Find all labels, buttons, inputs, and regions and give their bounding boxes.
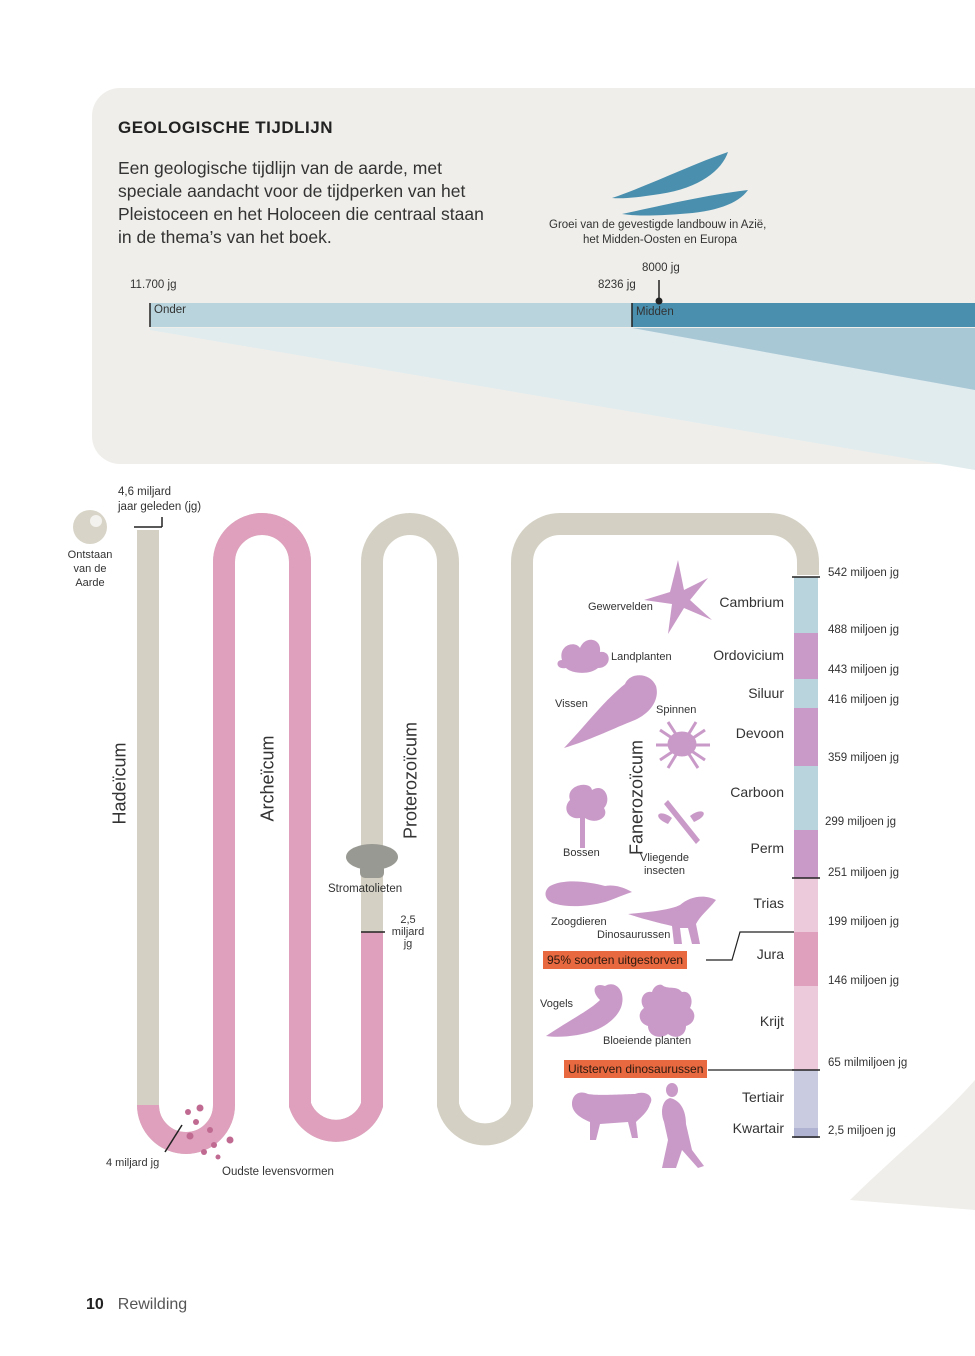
eon-archean: Archeïcum (257, 735, 278, 822)
period-devoon: Devoon (735, 725, 784, 741)
period-kwartair: Kwartair (732, 1120, 784, 1136)
page-footer: 10 Rewilding (86, 1296, 187, 1314)
forest-icon (566, 784, 608, 848)
label-11700: 11.700 jg (130, 279, 177, 291)
dino-extinction-badge: Uitsterven dinosaurussen (564, 1060, 708, 1078)
horse-icon (572, 1092, 652, 1140)
decorative-swoosh (850, 1080, 975, 1210)
bird-icon (546, 984, 623, 1037)
label-land-plants: Landplanten (611, 651, 672, 663)
human-icon (662, 1083, 704, 1168)
period-siluur: Siluur (748, 685, 784, 701)
onder-bar (150, 303, 632, 327)
period-tertiair: Tertiair (741, 1089, 784, 1105)
period-trias: Trias (753, 895, 784, 911)
book-title: Rewilding (117, 1296, 188, 1313)
label-spiders: Spinnen (656, 704, 697, 716)
age-65: 65 milmiljoen jg (828, 1057, 908, 1069)
starfish-icon (644, 560, 712, 634)
onder-wedge (150, 328, 975, 470)
land-plant-icon (557, 639, 609, 673)
period-ordovicium: Ordovicium (713, 647, 784, 663)
label-vertebrates: Gewervelden (588, 601, 653, 613)
age-146: 146 miljoen jg (828, 975, 899, 987)
mammal-icon (545, 881, 632, 907)
stromatolites-label: Stromatolieten (328, 883, 403, 895)
label-birds: Vogels (540, 998, 574, 1010)
flower-icon (639, 984, 695, 1037)
age-443: 443 miljoen jg (828, 664, 899, 676)
page-number: 10 (86, 1296, 104, 1313)
bar-midden-label: Midden (636, 306, 674, 318)
bar-onder-label: Onder (154, 304, 186, 316)
period-jura: Jura (756, 946, 784, 962)
label-forests: Bossen (563, 847, 600, 859)
age-251: 251 miljoen jg (828, 867, 899, 879)
stromatolite-icon (346, 844, 398, 878)
age-299: 299 miljoen jg (825, 816, 896, 828)
intro-text: Een geologische tijdlijn van de aarde, m… (118, 158, 484, 247)
label-mammals: Zoogdieren (551, 916, 607, 928)
agriculture-caption-line1: Groei van de gevestigde landbouw in Azië… (549, 219, 767, 231)
period-krijt: Krijt (759, 1013, 784, 1029)
period-perm: Perm (750, 840, 784, 856)
oldest-life-label: Oudste levensvormen (222, 1166, 334, 1178)
label-flowering-plants: Bloeiende planten (603, 1035, 692, 1047)
label-dinosaurs: Dinosaurussen (597, 929, 671, 941)
start-label-line1: 4,6 miljard (118, 486, 172, 498)
fish-icon (564, 675, 657, 748)
feather-icon (612, 152, 748, 216)
midden-bar (632, 303, 975, 327)
start-label-line2: jaar geleden (jg) (118, 501, 202, 513)
label-8236: 8236 jg (598, 279, 636, 291)
label-8000: 8000 jg (642, 262, 680, 274)
period-cambrium: Cambrium (719, 594, 784, 610)
geologic-column (794, 577, 818, 1138)
agriculture-caption-line2: het Midden-Oosten en Europa (583, 234, 738, 246)
age-542: 542 miljoen jg (828, 567, 899, 579)
age-416: 416 miljoen jg (828, 694, 899, 706)
life-dots-icon (185, 1104, 234, 1160)
eon-proterozoic: Proterozoïcum (400, 721, 421, 840)
age-2-5: 2,5 miljoen jg (828, 1125, 896, 1137)
midden-wedge (632, 328, 975, 390)
age-488: 488 miljoen jg (828, 624, 899, 636)
serpentine-track (137, 513, 819, 1154)
period-carboon: Carboon (730, 784, 784, 800)
eon-hadean: Hadeïcum (109, 742, 130, 825)
four-billion-label: 4 miljard jg (106, 1157, 160, 1169)
dinosaur-icon (628, 896, 716, 944)
dragonfly-icon (658, 800, 704, 844)
eon-phanerozoic: Fanerozoïcum (626, 739, 647, 856)
earth-icon (73, 510, 107, 544)
label-fish: Vissen (555, 698, 588, 710)
age-199: 199 miljoen jg (828, 916, 899, 928)
extinction-95-badge: 95% soorten uitgestorven (543, 951, 688, 969)
page-title: GEOLOGISCHE TIJDLIJN (118, 118, 333, 137)
spider-icon (656, 721, 710, 769)
age-359: 359 miljoen jg (828, 752, 899, 764)
